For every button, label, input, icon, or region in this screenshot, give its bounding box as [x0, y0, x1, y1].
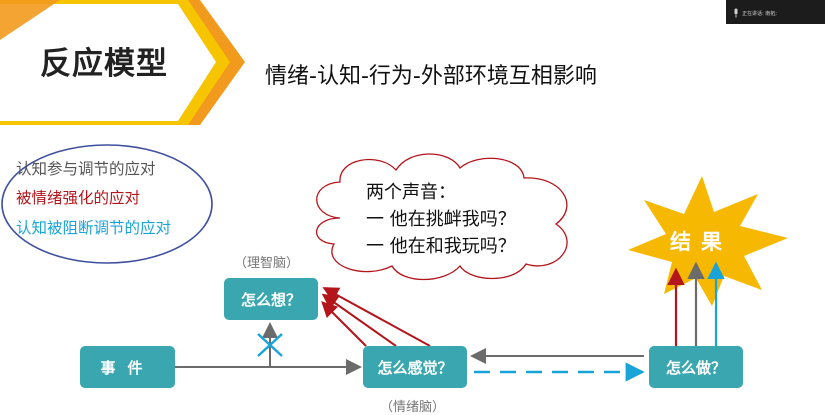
cloud-heading: 两个声音： — [366, 182, 456, 203]
result-star — [628, 176, 788, 306]
thought-cloud — [315, 153, 568, 281]
result-label: 结果 — [670, 230, 732, 254]
speaker-video-tile[interactable]: 正在讲话: 南拓; — [726, 0, 825, 24]
think-box: 怎么想？ — [224, 278, 318, 320]
cloud-line-provoke: 一 他在挑衅我吗？ — [366, 209, 516, 230]
feel-box: 怎么感觉？ — [363, 346, 467, 388]
title-banner — [0, 0, 245, 125]
slide-title: 反应模型 — [40, 46, 168, 82]
emotional-brain-caption: （情绪脑） — [380, 400, 446, 415]
active-speaker-text: 正在讲话: 南拓; — [742, 11, 777, 17]
microphone-icon — [734, 8, 738, 18]
cloud-line-play: 一 他在和我玩吗？ — [366, 236, 516, 257]
slide-subtitle: 情绪-认知-行为-外部环境互相影响 — [265, 64, 597, 89]
do-box: 怎么做？ — [649, 346, 743, 388]
legend-item-cognitive: 认知参与调节的应对 — [16, 160, 156, 178]
rational-brain-caption: （理智脑） — [234, 256, 300, 271]
event-box: 事件 — [80, 346, 175, 388]
legend-item-blocked: 认知被阻断调节的应对 — [16, 219, 172, 237]
legend-ellipse — [1, 144, 213, 264]
legend-item-emotional: 被情绪强化的应对 — [16, 189, 141, 207]
